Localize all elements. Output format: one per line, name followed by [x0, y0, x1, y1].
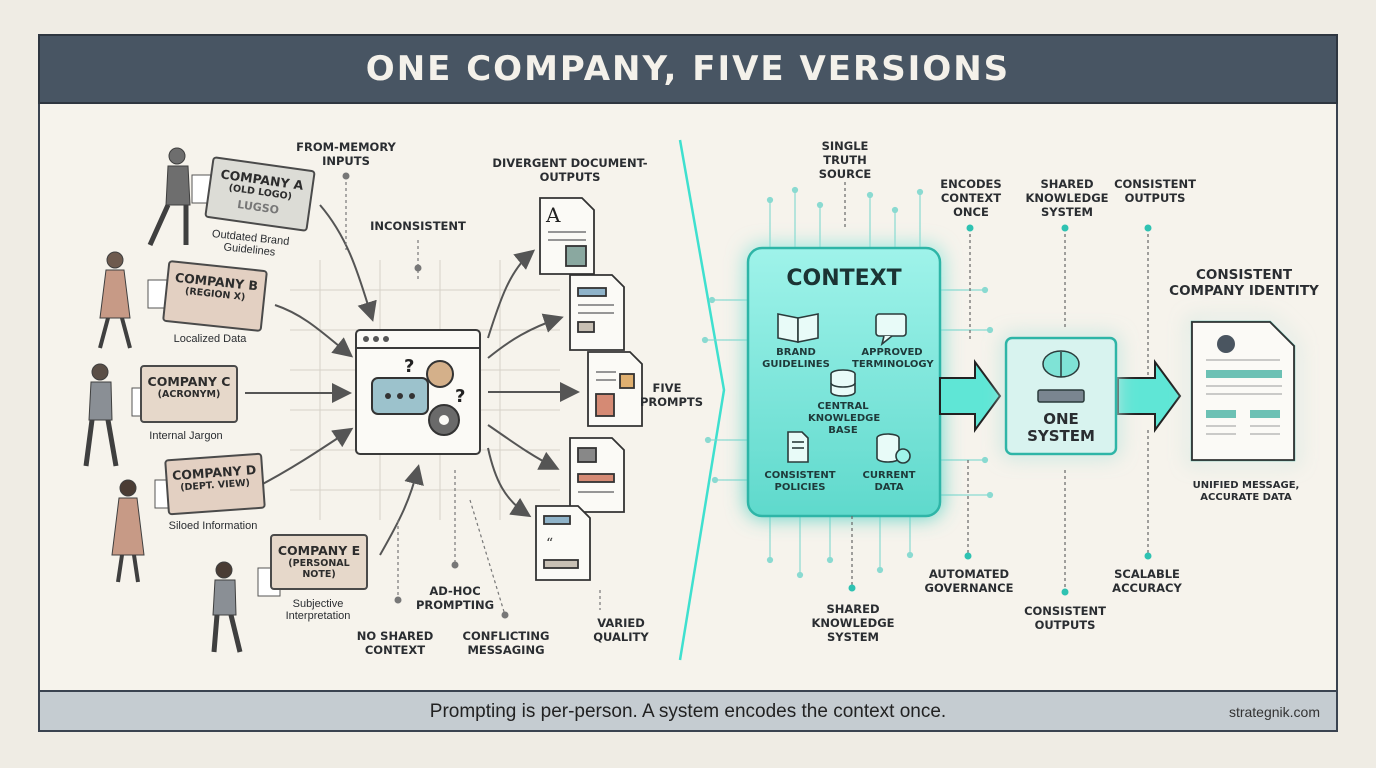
label-encodes: ENCODES CONTEXT ONCE [940, 177, 1002, 219]
output-doc-2 [569, 274, 625, 351]
caption-e: Subjective Interpretation [285, 598, 351, 622]
company-card-d: COMPANY D (DEPT. VIEW) [164, 452, 266, 516]
identity-document [1190, 320, 1296, 462]
output-arrows [487, 249, 580, 518]
identity-title: CONSISTENT COMPANY IDENTITY [1169, 267, 1319, 299]
context-knowledge: CENTRAL KNOWLEDGE BASE [808, 401, 881, 436]
context-terminology: APPROVED TERMINOLOGY [852, 347, 934, 370]
company-card-c: COMPANY C (ACRONYM) [140, 365, 238, 423]
label-consistent-top: CONSISTENT OUTPUTS [1114, 177, 1196, 205]
svg-text:“: “ [546, 536, 553, 552]
prompt-window: ? ? [355, 329, 481, 455]
context-data: CURRENT DATA [862, 470, 916, 493]
output-doc-5: “ [535, 505, 591, 581]
label-from-memory: FROM-MEMORY INPUTS [296, 140, 396, 168]
output-doc-1: A [539, 197, 595, 275]
page-title: ONE COMPANY, FIVE VERSIONS [365, 49, 1011, 89]
context-brand: BRAND GUIDELINES [762, 347, 830, 370]
label-inconsistent: INCONSISTENT [370, 219, 466, 233]
chat-icon [875, 313, 907, 347]
footer-bar: Prompting is per-person. A system encode… [38, 690, 1338, 732]
label-single-truth: SINGLE TRUTH SOURCE [818, 139, 872, 181]
policy-doc-icon [787, 431, 809, 463]
context-to-system-arrow [939, 358, 1002, 434]
svg-text:A: A [545, 203, 561, 227]
database-icon [830, 369, 856, 397]
footer-site: strategnik.com [1228, 704, 1320, 720]
left-pins [342, 172, 601, 619]
caption-b: Localized Data [173, 333, 247, 345]
svg-text:?: ? [455, 386, 465, 407]
company-card-b: COMPANY B (REGION X) [162, 259, 268, 333]
card-sub: (PERSONAL NOTE) [288, 558, 350, 580]
server-icon [1037, 389, 1085, 403]
label-ad-hoc: AD-HOC PROMPTING [415, 584, 495, 612]
identity-caption: UNIFIED MESSAGE, ACCURATE DATA [1192, 480, 1300, 503]
title-banner: ONE COMPANY, FIVE VERSIONS [38, 34, 1338, 104]
input-arrows [245, 204, 424, 556]
person-e [211, 561, 281, 653]
caption-c: Internal Jargon [149, 430, 223, 442]
context-title: CONTEXT [786, 266, 902, 291]
brain-icon [1042, 350, 1080, 378]
label-conflicting: CONFLICTING MESSAGING [462, 629, 550, 657]
circuit-traces [701, 186, 994, 579]
system-to-identity-arrow [1117, 358, 1182, 434]
output-doc-3 [587, 351, 643, 427]
company-card-e: COMPANY E (PERSONAL NOTE) [270, 534, 368, 590]
svg-text:?: ? [404, 356, 414, 377]
caption-d: Siloed Information [168, 520, 258, 532]
card-title: COMPANY E [277, 543, 361, 558]
book-icon [777, 313, 819, 343]
label-consistent-bottom: CONSISTENT OUTPUTS [1024, 604, 1106, 632]
data-clock-icon [876, 433, 911, 464]
label-divergent: DIVERGENT DOCUMENT-OUTPUTS [492, 156, 648, 184]
person-b [98, 251, 171, 349]
label-automated: AUTOMATED GOVERNANCE [924, 567, 1014, 595]
divider-line [678, 139, 726, 661]
footer-tagline: Prompting is per-person. A system encode… [429, 701, 947, 722]
context-policies: CONSISTENT POLICIES [764, 470, 836, 493]
label-varied: VARIED QUALITY [593, 616, 649, 644]
output-doc-4 [569, 437, 625, 513]
label-scalable: SCALABLE ACCURACY [1112, 567, 1182, 595]
system-title: ONE SYSTEM [1027, 410, 1095, 445]
label-five-prompts: FIVE PROMPTS [640, 381, 704, 409]
card-sub: (ACRONYM) [157, 389, 221, 400]
right-pins [844, 182, 1152, 596]
label-shared-top: SHARED KNOWLEDGE SYSTEM [1025, 177, 1109, 219]
label-no-shared: NO SHARED CONTEXT [356, 629, 434, 657]
label-shared-bottom: SHARED KNOWLEDGE SYSTEM [811, 602, 895, 644]
card-title: COMPANY C [147, 374, 231, 389]
